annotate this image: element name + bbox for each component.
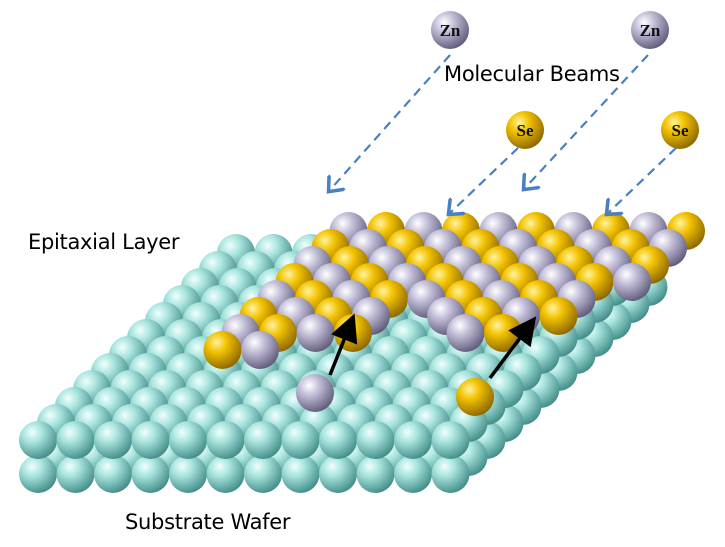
substrate-atom xyxy=(319,421,357,459)
substrate-atom xyxy=(244,455,282,493)
substrate-atom xyxy=(131,455,170,493)
substrate-atom xyxy=(19,455,57,493)
substrate-atom xyxy=(319,455,357,493)
substrate-wafer-label: Substrate Wafer xyxy=(125,510,291,534)
substrate-atom xyxy=(131,421,170,459)
substrate-atom xyxy=(206,421,245,459)
atom-symbol: Se xyxy=(517,121,534,140)
substrate-atom xyxy=(56,421,95,459)
substrate-atom xyxy=(244,421,282,459)
lattice xyxy=(19,212,705,493)
substrate-atom xyxy=(281,421,320,459)
substrate-atom xyxy=(19,421,57,459)
substrate-atom xyxy=(94,455,132,493)
molecular-beam-arrow xyxy=(330,54,451,190)
se-atom xyxy=(484,314,522,352)
zn-adatom xyxy=(296,374,334,412)
substrate-atom xyxy=(94,421,132,459)
zn-atom xyxy=(241,331,279,369)
zn-atom xyxy=(613,263,651,301)
atom-symbol: Zn xyxy=(640,21,661,40)
molecular-beam-arrow xyxy=(608,147,677,213)
se-adatom xyxy=(456,378,494,416)
substrate-atom xyxy=(281,455,320,493)
substrate-atom xyxy=(356,455,395,493)
se-atom xyxy=(539,297,578,335)
substrate-atom xyxy=(431,421,470,459)
atom-symbol: Zn xyxy=(440,21,461,40)
substrate-atom xyxy=(56,455,95,493)
molecular-beam-arrow xyxy=(525,54,649,188)
substrate-atom xyxy=(394,455,432,493)
beam-source-se-atom xyxy=(661,111,699,149)
zn-atom xyxy=(446,314,485,352)
molecular-beam-arrow xyxy=(450,147,519,213)
epitaxial-layer-label: Epitaxial Layer xyxy=(28,230,180,254)
substrate-atom xyxy=(169,455,207,493)
beam-source-zn-atom xyxy=(631,11,669,49)
beam-source-se-atom xyxy=(506,111,544,149)
zn-atom xyxy=(296,314,335,352)
substrate-atom xyxy=(356,421,395,459)
se-atom xyxy=(203,331,242,369)
substrate-atom xyxy=(206,455,245,493)
substrate-atom xyxy=(394,421,432,459)
substrate-atom xyxy=(169,421,207,459)
diffusion-arrow xyxy=(328,313,358,376)
molecular-beams-label: Molecular Beams xyxy=(444,62,620,86)
atom-symbol: Se xyxy=(672,121,689,140)
beam-source-zn-atom xyxy=(431,11,469,49)
diffusion-arrow xyxy=(488,316,537,380)
substrate-atom xyxy=(431,455,470,493)
